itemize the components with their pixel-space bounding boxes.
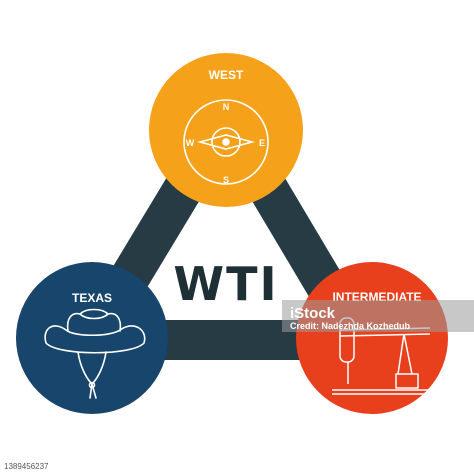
triangle-connector bbox=[56, 79, 394, 360]
compass-icon bbox=[183, 99, 269, 185]
watermark: iStock Credit: Nadezhda Kozhedub bbox=[282, 300, 474, 332]
node-texas-label: TEXAS bbox=[72, 291, 112, 305]
compass-letter-n: N bbox=[223, 102, 230, 112]
stock-image-id: 1389456237 bbox=[4, 462, 49, 471]
compass-letter-w: W bbox=[186, 138, 195, 148]
watermark-credit: Credit: Nadezhda Kozhedub bbox=[290, 321, 411, 331]
node-texas-circle bbox=[16, 262, 168, 414]
compass-letter-e: E bbox=[259, 138, 265, 148]
compass-letter-s: S bbox=[223, 175, 229, 185]
diagram-title: WTI bbox=[173, 257, 278, 311]
node-west: WEST N E S W bbox=[149, 53, 303, 207]
cowboy-hat-icon bbox=[44, 308, 146, 399]
watermark-band bbox=[282, 300, 474, 332]
node-west-circle bbox=[149, 53, 303, 207]
node-west-label: WEST bbox=[209, 68, 244, 82]
node-intermediate: INTERMEDIATE bbox=[296, 262, 448, 414]
node-intermediate-circle bbox=[296, 262, 448, 414]
node-texas: TEXAS bbox=[16, 262, 168, 414]
watermark-brand: iStock bbox=[290, 305, 336, 322]
